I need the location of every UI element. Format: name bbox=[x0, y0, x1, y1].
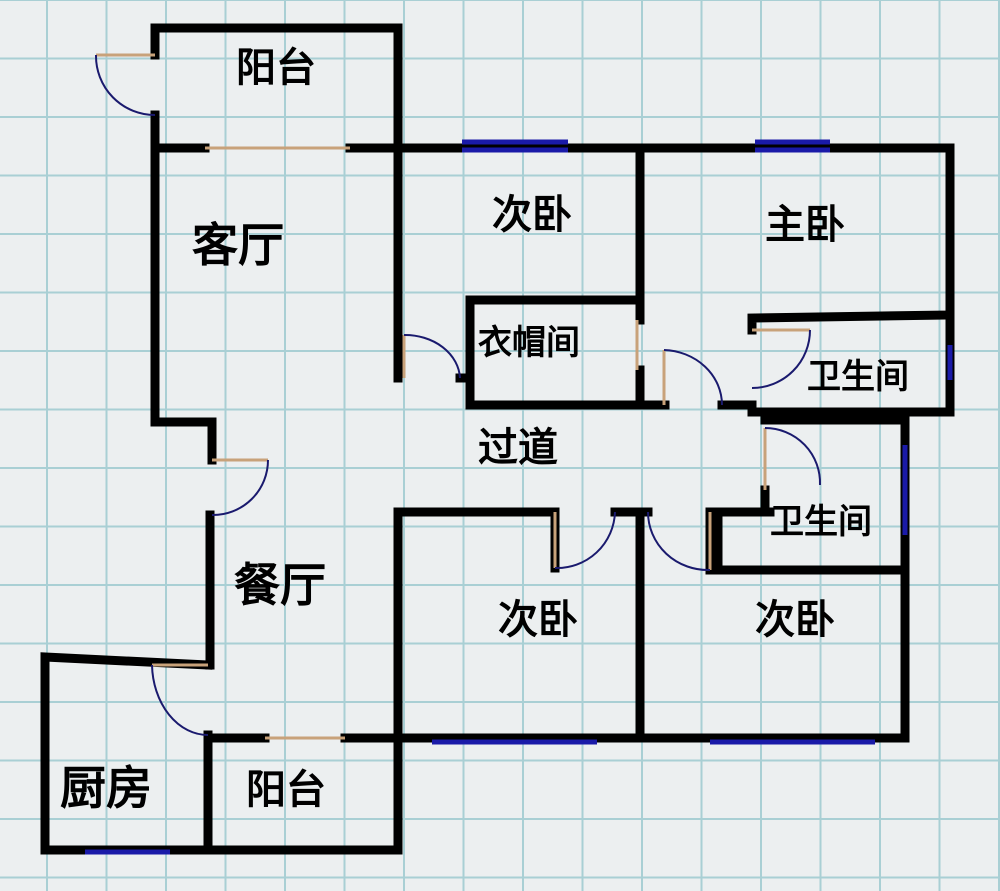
windows bbox=[85, 139, 953, 855]
walls bbox=[40, 23, 955, 855]
room-label-bathroom-2: 卫生间 bbox=[770, 502, 872, 542]
room-label-bedroom-3: 次卧 bbox=[755, 597, 835, 643]
room-label-cloakroom: 衣帽间 bbox=[478, 323, 580, 363]
room-label-balcony-bottom: 阳台 bbox=[246, 767, 326, 813]
room-label-living-room: 客厅 bbox=[192, 218, 284, 272]
room-label-bathroom-1: 卫生间 bbox=[807, 357, 909, 397]
room-label-corridor: 过道 bbox=[478, 425, 558, 471]
room-label-balcony-top: 阳台 bbox=[236, 45, 316, 91]
room-label-bedroom-2: 次卧 bbox=[498, 597, 578, 643]
room-label-kitchen: 厨房 bbox=[60, 761, 152, 815]
room-label-master-bedroom: 主卧 bbox=[765, 202, 845, 248]
door-arcs bbox=[94, 54, 822, 736]
door-leaves bbox=[96, 53, 810, 740]
room-label-bedroom-1: 次卧 bbox=[492, 192, 572, 238]
room-label-dining-room: 餐厅 bbox=[234, 558, 326, 612]
